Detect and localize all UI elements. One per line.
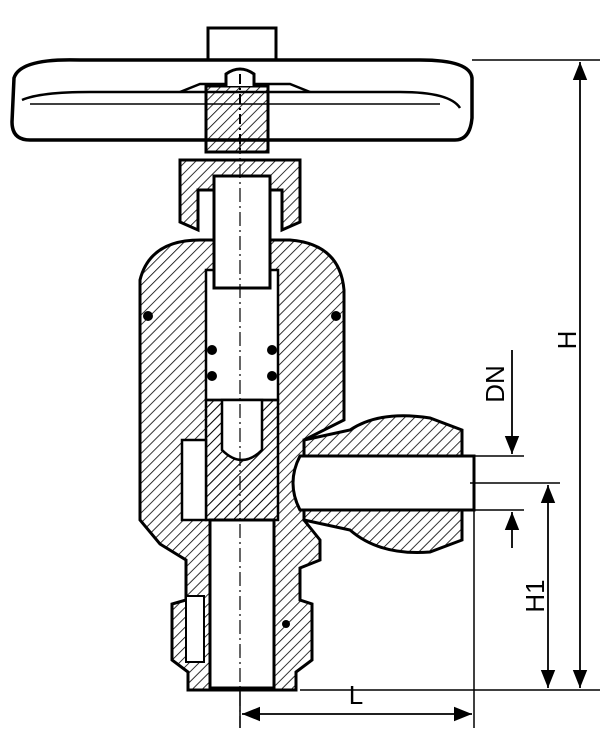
- stem-cap: [206, 26, 278, 64]
- label-L: L: [349, 680, 363, 710]
- label-DN: DN: [480, 365, 510, 403]
- dimension-DN: DN: [474, 350, 524, 548]
- label-H: H: [552, 331, 582, 350]
- stem-nut: [204, 67, 270, 154]
- label-H1: H1: [520, 579, 550, 612]
- dimension-H: H: [300, 59, 600, 691]
- dimension-L: L: [239, 510, 475, 728]
- valve-body: [138, 174, 346, 692]
- side-outlet: [291, 414, 476, 554]
- dimension-H1: H1: [470, 482, 560, 688]
